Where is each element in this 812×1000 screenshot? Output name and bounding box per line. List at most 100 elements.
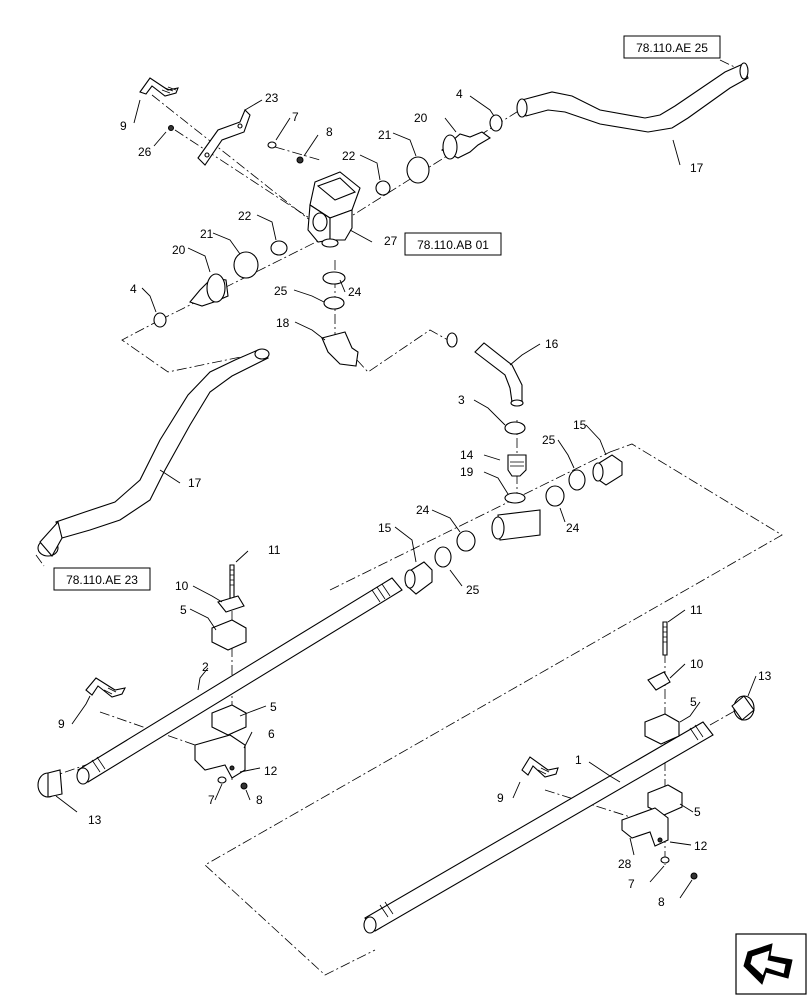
clamp-top-16 — [446, 332, 458, 348]
callout-27: 27 — [384, 234, 398, 248]
arrow-icon[interactable] — [735, 933, 807, 995]
ring-25-left — [434, 546, 452, 568]
callout-24: 24 — [348, 285, 362, 299]
elbow-18 — [321, 331, 359, 367]
upper-fittings — [153, 114, 503, 367]
nipple-14 — [507, 454, 527, 477]
callout-8: 8 — [256, 793, 263, 807]
svg-text:78.110.AE 23: 78.110.AE 23 — [66, 573, 138, 587]
ring-24-left — [456, 530, 476, 552]
svg-text:78.110.AE 25: 78.110.AE 25 — [636, 41, 708, 55]
washer-19 — [504, 492, 526, 504]
callout-12: 12 — [694, 839, 708, 853]
clamp-21-top — [406, 156, 430, 184]
reference-box-top-right[interactable]: 78.110.AE 25 — [623, 35, 721, 59]
bracket-23 — [197, 109, 251, 166]
ring-25-right — [568, 469, 586, 491]
bracket-6 — [194, 734, 246, 779]
block-5-upper-right — [644, 713, 680, 745]
left-clamp-stack — [85, 564, 248, 790]
nut-8-right — [690, 872, 698, 880]
washer-7-right — [660, 856, 670, 864]
clamp-4-top — [489, 114, 503, 132]
reference-box-left[interactable]: 78.110.AE 23 — [53, 567, 151, 591]
svg-text:78.110.AB 01: 78.110.AB 01 — [417, 238, 489, 252]
right-clamp-stack — [521, 621, 698, 880]
callout-23: 23 — [265, 91, 279, 105]
pipe-2 — [37, 577, 403, 798]
assembly-centerlines — [35, 59, 783, 976]
callout-19: 19 — [460, 465, 474, 479]
callout-5: 5 — [180, 603, 187, 617]
callout-3: 3 — [458, 393, 465, 407]
washer-7-left — [217, 776, 227, 784]
callout-25: 25 — [466, 583, 480, 597]
callout-14: 14 — [460, 448, 474, 462]
callout-11: 11 — [268, 543, 281, 557]
plate-10-right — [647, 671, 671, 691]
valve-27 — [307, 171, 361, 248]
callout-22: 22 — [342, 149, 356, 163]
bolt-26 — [168, 125, 174, 131]
callout-8: 8 — [658, 895, 665, 909]
ring-25-top — [323, 296, 345, 310]
callout-21: 21 — [378, 128, 392, 142]
callout-16: 16 — [545, 337, 559, 351]
callout-18: 18 — [276, 316, 290, 330]
callout-28: 28 — [618, 857, 632, 871]
callout-8: 8 — [326, 125, 333, 139]
callout-10: 10 — [175, 579, 189, 593]
callout-17: 17 — [690, 161, 704, 175]
callout-9: 9 — [58, 717, 65, 731]
u-bolt-9-left — [85, 677, 126, 698]
hose-17-left — [37, 348, 270, 557]
callout-20: 20 — [414, 111, 428, 125]
hose-17-top — [516, 62, 749, 133]
callout-24: 24 — [416, 503, 430, 517]
callout-25: 25 — [542, 433, 556, 447]
callout-13: 13 — [758, 669, 772, 683]
callout-24: 24 — [566, 521, 580, 535]
callout-21: 21 — [200, 227, 214, 241]
block-5-lower-right — [647, 784, 683, 816]
callout-12: 12 — [264, 764, 278, 778]
callout-6: 6 — [268, 727, 275, 741]
bracket-28 — [621, 807, 669, 847]
callout-7: 7 — [208, 793, 215, 807]
callout-5: 5 — [690, 695, 697, 709]
callout-4: 4 — [456, 87, 463, 101]
ring-22-top — [375, 180, 391, 196]
callout-7: 7 — [292, 110, 299, 124]
callout-25: 25 — [274, 284, 288, 298]
callout-13: 13 — [88, 813, 102, 827]
upper-bracket-assembly — [139, 77, 304, 166]
u-bolt-9-right — [521, 756, 559, 778]
clamp-21-left — [233, 251, 259, 279]
callouts: 9 26 23 7 8 4 20 21 22 17 27 22 21 20 4 … — [58, 87, 772, 909]
callout-10: 10 — [690, 657, 704, 671]
nut-8-top — [296, 156, 304, 164]
callout-5: 5 — [270, 700, 277, 714]
callout-17: 17 — [188, 476, 202, 490]
ring-22-left — [270, 240, 288, 256]
hose-16 — [474, 342, 523, 403]
callout-7: 7 — [628, 877, 635, 891]
callout-20: 20 — [172, 243, 186, 257]
nut-8-left — [240, 782, 248, 790]
u-bolt-9-top — [139, 77, 179, 97]
callout-5: 5 — [694, 805, 701, 819]
callout-1: 1 — [575, 753, 582, 767]
pipe-1 — [363, 695, 755, 934]
callout-11: 11 — [690, 603, 703, 617]
callout-2: 2 — [202, 660, 209, 674]
reference-box-valve[interactable]: 78.110.AB 01 — [404, 232, 502, 256]
callout-22: 22 — [238, 209, 252, 223]
block-5-upper-left — [211, 619, 247, 651]
callout-9: 9 — [497, 791, 504, 805]
bolt-11-right — [662, 621, 668, 656]
callout-15: 15 — [378, 521, 392, 535]
leader-lines — [55, 95, 757, 899]
ring-24-top — [322, 271, 346, 285]
callout-26: 26 — [138, 145, 152, 159]
